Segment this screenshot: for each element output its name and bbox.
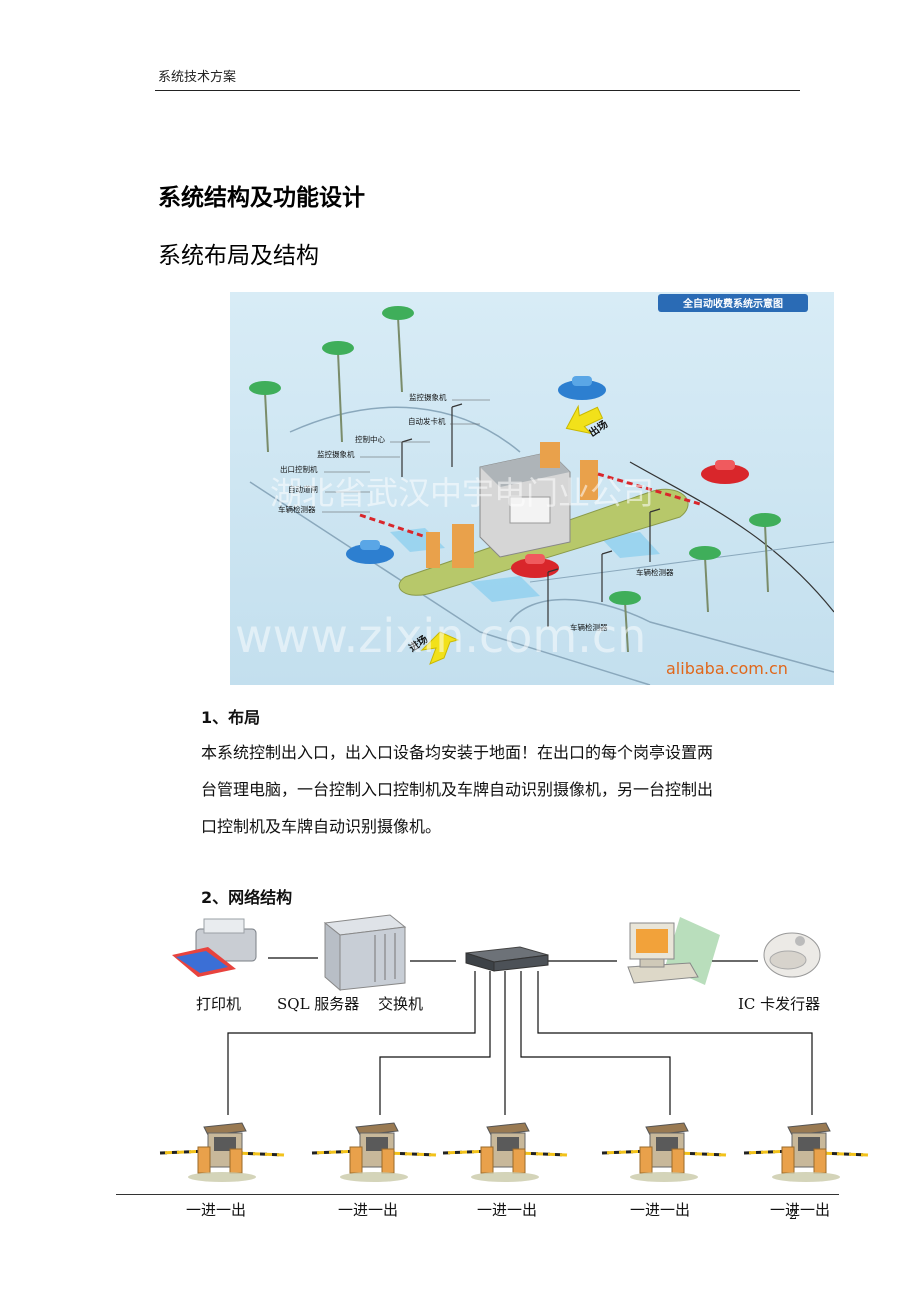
toll-booth-icon	[743, 1122, 869, 1182]
server-icon	[323, 914, 407, 992]
toll-booth-window	[509, 496, 551, 524]
car-red-right	[701, 460, 749, 484]
computer-icon	[627, 917, 720, 985]
toll-booth-icon	[311, 1122, 437, 1182]
label-detector-right: 车辆检测器	[636, 567, 674, 577]
road-edge-right	[629, 461, 834, 613]
entry-arrow	[420, 631, 460, 665]
exit-barrier-arm	[597, 472, 701, 506]
network-diagram	[159, 914, 869, 1182]
label-auto-barrier: 自动道闸	[288, 484, 318, 494]
figure-banner	[658, 294, 808, 312]
car-blue-top	[558, 376, 606, 400]
label-server: SQL 服务器	[277, 995, 360, 1013]
printer-icon	[172, 918, 257, 977]
watermark-company: 湖北省武汉中宇电门业公司	[270, 474, 654, 512]
road-edge-bottom	[509, 598, 834, 673]
booth-label-4: 一进一出	[630, 1201, 691, 1219]
car-red-bottom	[511, 554, 559, 578]
section1-paragraph: 本系统控制出入口，出入口设备均安装于地面！在出口的每个岗亭设置两 台管理电脑，一…	[201, 734, 811, 845]
label-control-center: 控制中心	[355, 434, 385, 444]
network-links	[227, 957, 813, 1115]
car-blue-left	[346, 540, 394, 564]
entry-barrier-arm	[359, 513, 427, 539]
page-header: 系统技术方案	[158, 70, 237, 85]
booth-label-3: 一进一出	[477, 1201, 538, 1219]
toll-booth-icon	[601, 1122, 727, 1182]
label-switch: 交换机	[378, 995, 424, 1013]
palm-trees	[249, 306, 781, 653]
card-issuer-icon	[763, 932, 821, 978]
paragraph-line: 口控制机及车牌自动识别摄像机。	[201, 817, 442, 836]
toll-booth-icon	[442, 1122, 568, 1182]
switch-icon	[465, 946, 549, 972]
exit-controller	[580, 460, 598, 500]
paragraph-line: 台管理电脑，一台控制入口控制机及车牌自动识别摄像机，另一台控制出	[201, 780, 714, 799]
card-machine-top	[540, 442, 560, 468]
booth-label-1: 一进一出	[186, 1201, 247, 1219]
label-detector-left: 车辆检测器	[278, 504, 316, 514]
watermark-url: www.zixin.com.cn	[235, 609, 646, 663]
booth-label-5: 一进一出	[770, 1201, 831, 1219]
callout-lines	[322, 399, 490, 513]
header-rule	[155, 90, 800, 91]
section2-title: 2、网络结构	[201, 888, 293, 907]
page-number: 2	[789, 1208, 798, 1223]
road-center-line	[529, 541, 834, 583]
section1-title: 1、布局	[201, 708, 261, 727]
detector-pad-3	[600, 532, 660, 558]
label-card-issuer: IC 卡发行器	[738, 995, 821, 1013]
detector-pad-2	[470, 576, 540, 602]
toll-booth-icon	[159, 1122, 285, 1182]
heading-level2: 系统布局及结构	[158, 243, 319, 269]
heading-level1: 系统结构及功能设计	[158, 185, 365, 211]
watermark-source: alibaba.com.cn	[666, 659, 788, 678]
exit-arrow	[565, 404, 604, 435]
camera-poles	[401, 403, 661, 627]
entry-controller	[452, 524, 474, 568]
footer-rule	[116, 1194, 839, 1195]
paragraph-line: 本系统控制出入口，出入口设备均安装于地面！在出口的每个岗亭设置两	[201, 743, 714, 762]
road-edge-left	[249, 481, 651, 685]
figure-banner-text: 全自动收费系统示意图	[682, 297, 783, 310]
label-camera-top: 监控摄象机	[409, 392, 447, 402]
entry-barrier-base	[426, 532, 440, 568]
parking-system-figure: 全自动收费系统示意图 出场 进场	[230, 292, 834, 685]
booth-row	[159, 1122, 869, 1182]
label-detector-bottom: 车辆检测器	[570, 622, 608, 632]
road-edge-top	[289, 406, 521, 453]
label-exit-controller: 出口控制机	[280, 464, 318, 474]
label-printer: 打印机	[196, 995, 242, 1013]
label-card-machine: 自动发卡机	[408, 416, 446, 426]
label-camera: 监控摄象机	[317, 449, 355, 459]
booth-label-2: 一进一出	[338, 1201, 399, 1219]
